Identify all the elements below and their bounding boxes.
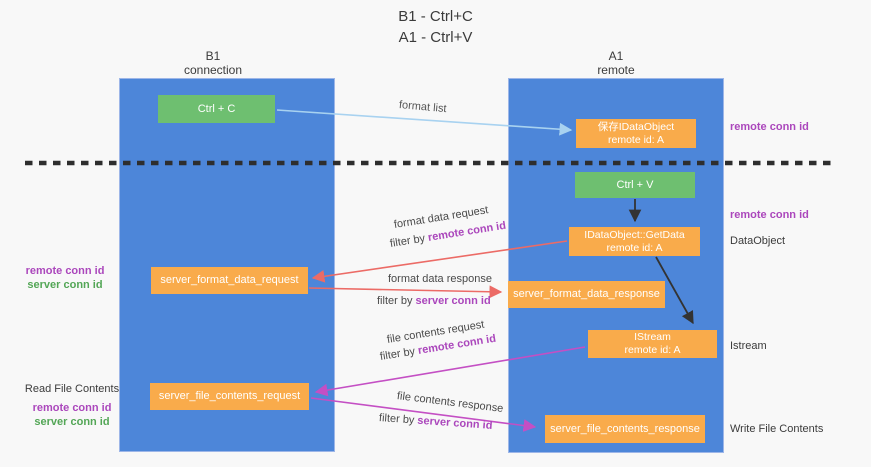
filter-by-text: filter by bbox=[389, 232, 426, 250]
server-conn-id-label: server conn id bbox=[34, 416, 110, 428]
server-conn-id-text: server conn id bbox=[415, 295, 491, 307]
save-dataobject-box: 保存IDataObject remote id: A bbox=[576, 119, 696, 148]
left-column-role: connection bbox=[183, 63, 243, 77]
save-dataobject-line2: remote id: A bbox=[607, 133, 665, 146]
left-column-header: B1 connection bbox=[105, 49, 321, 77]
istream-line1: IStream bbox=[634, 331, 671, 343]
server-format-data-request-label: server_format_data_request bbox=[160, 274, 299, 286]
getdata-line2: remote id: A bbox=[606, 241, 663, 254]
server-file-contents-request-label: server_file_contents_request bbox=[158, 390, 301, 402]
server-file-contents-response-label: server_file_contents_response bbox=[550, 422, 700, 435]
dataobject-label: DataObject bbox=[730, 235, 786, 247]
left-conn-id-stack: remote conn id server conn id bbox=[15, 264, 115, 292]
server-conn-id-text: server conn id bbox=[416, 414, 493, 432]
server-format-data-response-label: server_format_data_response bbox=[513, 288, 660, 300]
server-file-contents-request-box: server_file_contents_request bbox=[150, 383, 309, 410]
filter-by-text: filter by bbox=[378, 412, 415, 427]
read-file-contents-label: Read File Contents bbox=[24, 383, 120, 395]
right-column-role: remote bbox=[597, 63, 635, 77]
server-file-contents-response-box: server_file_contents_response bbox=[545, 415, 705, 443]
getdata-line1: IDataObject::GetData bbox=[584, 228, 685, 241]
istream-line2: remote id: A bbox=[624, 344, 681, 356]
filter-by-text: filter by bbox=[379, 345, 416, 363]
right-column-name: A1 bbox=[608, 49, 624, 63]
remote-conn-id-label: remote conn id bbox=[25, 265, 105, 277]
diagram-title: B1 - Ctrl+C A1 - Ctrl+V bbox=[0, 6, 871, 48]
filter-by-text: filter by bbox=[377, 295, 413, 307]
write-file-contents-label: Write File Contents bbox=[730, 423, 824, 435]
istream-side-label: Istream bbox=[730, 340, 767, 352]
read-file-contents-stack: Read File Contents remote conn id server… bbox=[13, 382, 131, 429]
remote-conn-id-annotation-mid: remote conn id bbox=[730, 209, 809, 221]
title-line-1: B1 - Ctrl+C bbox=[398, 8, 473, 25]
format-data-response-label: format data response bbox=[388, 273, 492, 285]
idataobject-getdata-box: IDataObject::GetData remote id: A bbox=[569, 227, 700, 256]
left-column-name: B1 bbox=[205, 49, 221, 63]
file-contents-response-label: file contents response bbox=[396, 390, 504, 415]
save-dataobject-line1: 保存IDataObject bbox=[597, 120, 675, 133]
ctrl-v-box: Ctrl + V bbox=[575, 172, 695, 198]
ctrl-c-box: Ctrl + C bbox=[158, 95, 275, 123]
format-list-label: format list bbox=[398, 99, 448, 116]
server-format-data-request-box: server_format_data_request bbox=[151, 267, 308, 294]
istream-box: IStream remote id: A bbox=[588, 330, 717, 358]
remote-conn-id-label: remote conn id bbox=[32, 402, 112, 414]
server-conn-id-label: server conn id bbox=[27, 279, 103, 291]
ctrl-v-label: Ctrl + V bbox=[616, 178, 654, 191]
title-line-2: A1 - Ctrl+V bbox=[398, 29, 473, 46]
right-column-header: A1 remote bbox=[508, 49, 724, 77]
format-data-response-arrow bbox=[308, 285, 503, 299]
server-format-data-response-box: server_format_data_response bbox=[508, 281, 665, 308]
remote-conn-id-annotation-top: remote conn id bbox=[730, 121, 809, 133]
ctrl-c-label: Ctrl + C bbox=[197, 102, 236, 115]
